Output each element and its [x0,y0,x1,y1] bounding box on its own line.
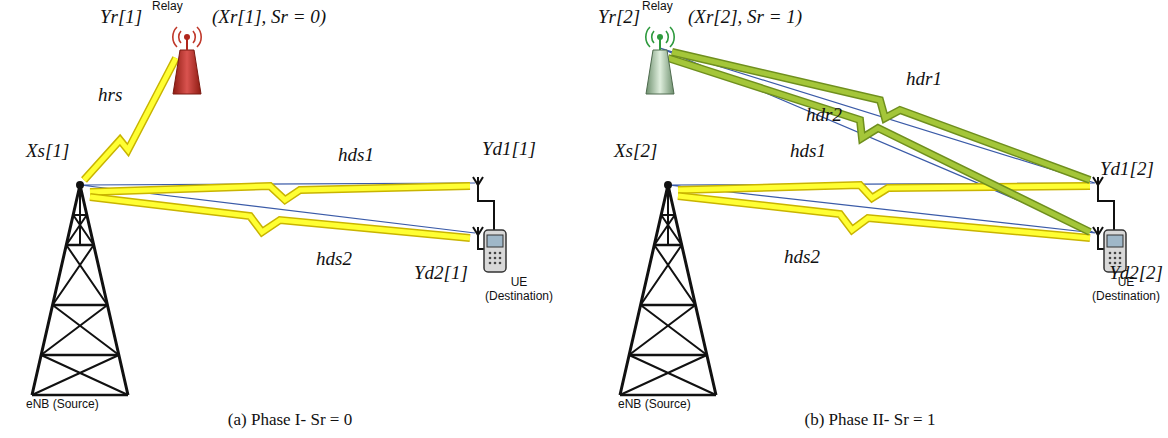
device-name: eNB (Source) [26,398,99,412]
device-name: Relay [152,0,183,14]
state-label: (Xr[1], Sr = 0) [212,6,326,28]
channel-label: hrs [98,84,122,106]
signal-label: Xs[1] [26,140,69,162]
channel-label: hds2 [316,248,352,270]
signal-label: Xs[2] [614,140,657,162]
state-label: (Xr[2], Sr = 1) [688,6,802,28]
signal-label: Yr[2] [598,6,640,28]
signal-label: Yd1[1] [482,138,536,160]
caption: (b) Phase II- Sr = 1 [805,410,936,430]
signal-label: Yd2[1] [414,262,468,284]
signal-label: Yd2[2] [1109,262,1163,284]
device-name: eNB (Source) [618,398,691,412]
channel-label: hds1 [790,140,826,162]
signal-label: Yd1[2] [1100,158,1154,180]
channel-label: hds1 [338,144,374,166]
panel-a [32,27,506,395]
signal-label: Yr[1] [100,6,142,28]
device-name: UE (Destination) [482,276,556,304]
panel-b [620,27,1126,395]
channel-label: hdr1 [906,68,942,90]
caption: (a) Phase I- Sr = 0 [228,410,352,430]
device-name: UE (Destination) [1089,276,1163,304]
channel-label: hdr2 [806,104,842,126]
channel-label: hds2 [784,246,820,268]
device-name: Relay [642,0,673,14]
